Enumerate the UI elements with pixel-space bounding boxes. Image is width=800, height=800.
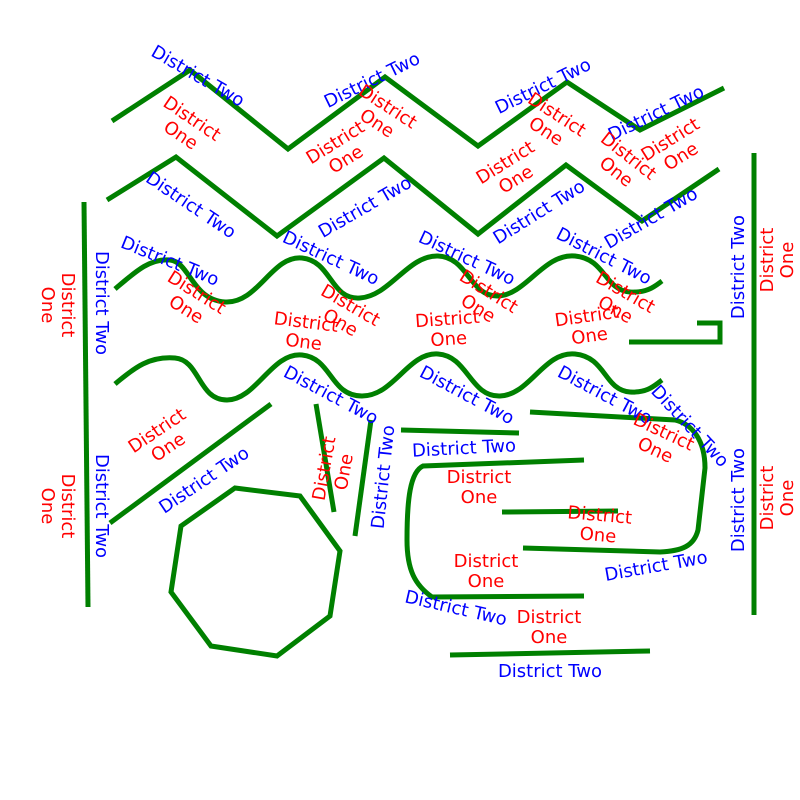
label-district-one-9: DistrictOne: [473, 137, 550, 206]
label-district-two-35: District Two: [91, 454, 112, 558]
boundary-zigzag-1: [110, 66, 726, 153]
boundary-short-2: [352, 419, 374, 537]
boundary-octagon: [168, 485, 343, 659]
label-district-one-26: DistrictOne: [553, 302, 623, 352]
label-district-one-24: DistrictOne: [270, 308, 339, 357]
label-district-one-36: DistrictOne: [37, 474, 78, 539]
label-district-two-13: District Two: [315, 172, 416, 242]
boundary-hook: [629, 320, 723, 345]
label-district-two-1: District Two: [147, 41, 248, 111]
label-district-two-50: District Two: [728, 448, 749, 552]
label-district-two-39: District Two: [411, 435, 516, 461]
boundary-wave-1: [113, 253, 664, 305]
label-district-one-25: DistrictOne: [414, 307, 481, 352]
label-line-1: District: [57, 273, 78, 338]
boundary-bar-1: [400, 427, 520, 436]
district-boundaries: [81, 66, 757, 659]
boundary-short-1: [313, 403, 337, 513]
label-district-one-5: DistrictOne: [148, 92, 225, 162]
label-district-one-37: DistrictOne: [309, 435, 361, 506]
boundary-bar-4: [449, 648, 651, 658]
label-district-two-48: District Two: [728, 215, 749, 319]
label-district-two-15: District Two: [601, 183, 702, 253]
label-line-1: District: [57, 474, 78, 539]
label-line-1: District: [517, 607, 582, 628]
label-line-2: One: [284, 330, 323, 355]
label-line-2: One: [531, 627, 568, 648]
label-line-1: District: [757, 466, 778, 531]
label-line-2: One: [37, 287, 58, 324]
label-line-2: One: [579, 523, 617, 547]
label-line-2: One: [461, 487, 498, 508]
label-district-two-44: District Two: [403, 587, 509, 631]
label-line-2: One: [430, 328, 468, 352]
label-district-one-28: DistrictOne: [37, 273, 78, 338]
boundary-bar-2: [522, 409, 708, 555]
label-district-two-46: District Two: [498, 661, 602, 682]
label-line-2: One: [37, 488, 58, 525]
label-line-2: One: [570, 323, 609, 349]
label-district-one-41: DistrictOne: [565, 502, 633, 548]
boundary-west: [81, 201, 91, 608]
label-line-2: One: [777, 242, 798, 279]
label-district-one-49: DistrictOne: [757, 228, 798, 293]
label-district-one-51: DistrictOne: [757, 466, 798, 531]
label-line-2: One: [777, 480, 798, 517]
label-line-1: District: [757, 228, 778, 293]
boundary-wave-2: [113, 351, 664, 403]
label-district-two-38: District Two: [368, 424, 400, 530]
label-line-1: District: [454, 551, 519, 572]
boundary-bar-3: [501, 508, 619, 515]
label-line-2: One: [468, 571, 505, 592]
boundary-diagonal: [108, 401, 273, 526]
boundary-u-shape: [404, 457, 585, 600]
label-line-1: District: [447, 467, 512, 488]
label-district-two-12: District Two: [142, 168, 240, 244]
boundary-zigzag-2: [105, 153, 721, 240]
label-line-1: District: [414, 307, 480, 332]
label-district-two-27: District Two: [91, 251, 112, 355]
